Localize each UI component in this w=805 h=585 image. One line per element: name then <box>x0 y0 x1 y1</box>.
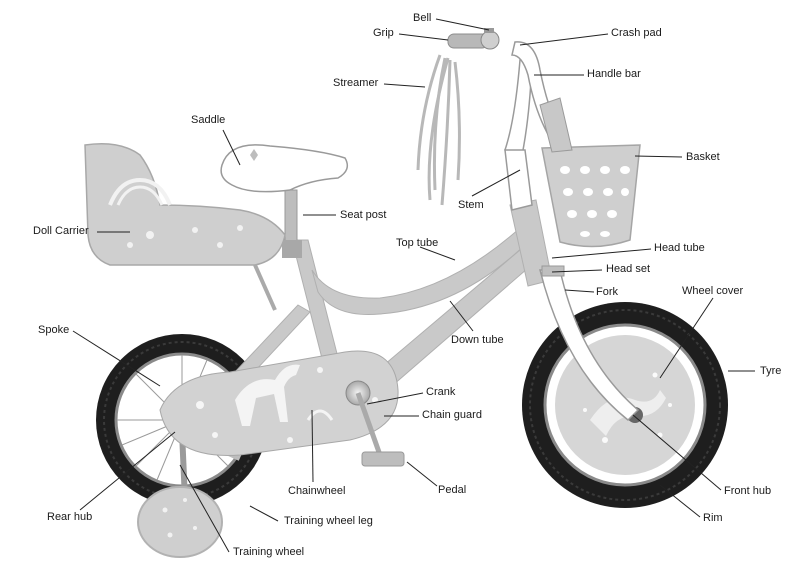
streamer-shape <box>416 54 461 206</box>
label-bell: Bell <box>413 12 432 24</box>
label-top-tube: Top tube <box>396 237 439 249</box>
label-seat-post: Seat post <box>340 209 387 221</box>
label-front-hub: Front hub <box>724 485 772 497</box>
label-training-wheel: Training wheel <box>233 546 305 558</box>
label-training-wheel-leg: Training wheel leg <box>284 515 373 527</box>
label-tyre: Tyre <box>760 365 782 377</box>
label-spoke: Spoke <box>38 324 70 336</box>
label-fork: Fork <box>596 286 618 298</box>
label-crank: Crank <box>426 386 456 398</box>
label-streamer: Streamer <box>333 77 379 89</box>
label-saddle: Saddle <box>191 114 226 126</box>
label-handle-bar: Handle bar <box>587 68 641 80</box>
leader-lines <box>72 18 755 553</box>
saddle-shape <box>220 144 349 258</box>
basket-shape <box>539 97 641 248</box>
label-basket: Basket <box>686 151 720 163</box>
doll-carrier-shape <box>84 143 286 311</box>
label-chain-guard: Chain guard <box>422 409 482 421</box>
label-down-tube: Down tube <box>451 334 504 346</box>
label-head-set: Head set <box>606 263 651 275</box>
crank-pedal-shape <box>355 392 405 467</box>
label-stem: Stem <box>458 199 484 211</box>
label-crash-pad: Crash pad <box>611 27 662 39</box>
label-head-tube: Head tube <box>654 242 705 254</box>
label-wheel-cover: Wheel cover <box>682 285 744 297</box>
label-rim: Rim <box>703 512 723 524</box>
label-grip: Grip <box>373 27 394 39</box>
label-doll-carrier: Doll Carrier <box>33 225 89 237</box>
label-rear-hub: Rear hub <box>47 511 93 523</box>
label-pedal: Pedal <box>438 484 467 496</box>
label-chainwheel: Chainwheel <box>288 485 346 497</box>
